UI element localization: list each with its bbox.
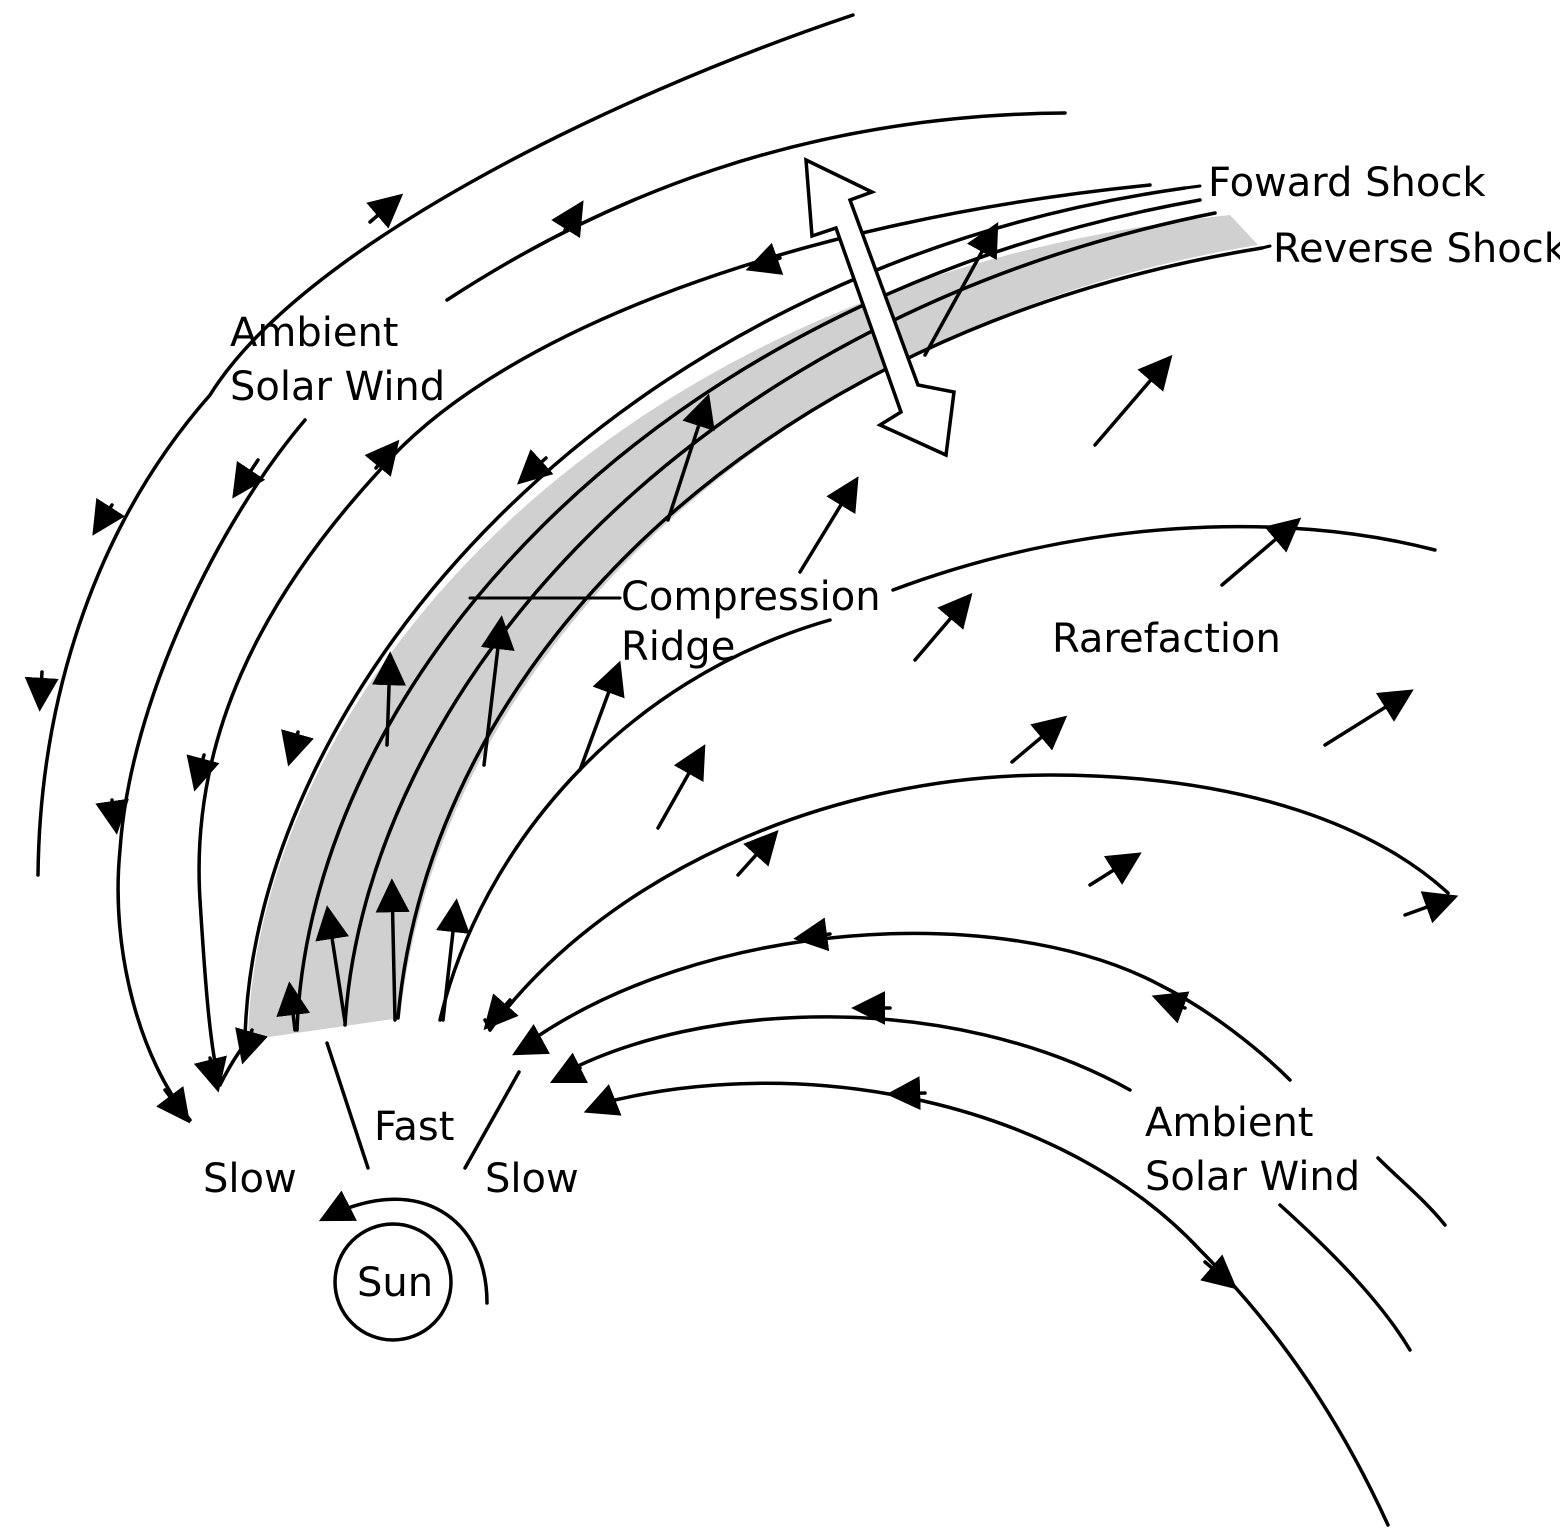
fast-label: Fast xyxy=(374,1104,454,1150)
slow-left-label: Slow xyxy=(203,1156,297,1202)
forward-shock-line-3 xyxy=(343,211,1217,1027)
flow-arrow-17 xyxy=(736,829,779,877)
flow-arrow-15 xyxy=(1010,715,1068,764)
lower-line-1 xyxy=(523,931,1292,1082)
flow-arrow-12 xyxy=(913,592,973,662)
ambient-field-lines-lower xyxy=(483,931,1447,1527)
double-headed-arrow xyxy=(804,157,956,458)
arrow-up-13 xyxy=(193,1055,227,1093)
field-line-outer-1 xyxy=(36,13,855,877)
sun-group: Sun xyxy=(318,1190,489,1342)
rarefaction-field-lines xyxy=(438,524,1450,1032)
forward-shock-line-1 xyxy=(243,186,1187,1042)
flow-arrow-14 xyxy=(656,744,706,830)
flow-arrow-3 xyxy=(372,651,407,747)
double-arrow-shape xyxy=(804,157,956,458)
arrow-up-11 xyxy=(95,798,129,835)
lower-field-arrows xyxy=(483,917,1238,1290)
fast-right-divider xyxy=(463,1070,521,1170)
forward-shock-line-2 xyxy=(295,198,1202,1032)
ambient-top-label-1: Ambient xyxy=(230,310,398,356)
fast-left-divider xyxy=(325,1041,370,1170)
rare-line-1 xyxy=(438,618,832,1022)
rare-line-1b xyxy=(891,524,1437,592)
arrow-up-5 xyxy=(232,458,266,499)
sun-circle xyxy=(333,1222,453,1342)
arrow-low-1 xyxy=(483,993,519,1031)
sun-rotation-arrow xyxy=(318,1190,489,1305)
ambient-bottom-label-1: Ambient xyxy=(1145,1100,1313,1146)
compression-label-2: Ridge xyxy=(621,624,735,670)
arrow-up-4 xyxy=(92,497,125,536)
ambient-bottom-label-2: Solar Wind xyxy=(1145,1154,1360,1200)
arrow-up-9 xyxy=(186,753,220,792)
reverse-shock-line xyxy=(396,246,1264,1020)
rare-line-2 xyxy=(488,773,1450,1032)
arrow-up-10 xyxy=(281,729,314,767)
arrow-up-1 xyxy=(366,193,404,229)
arrow-low-7 xyxy=(886,1076,927,1111)
shock-lines xyxy=(243,184,1272,1042)
arrow-low-4 xyxy=(583,1084,622,1116)
reverse-shock-leader xyxy=(1260,244,1272,250)
flow-arrow-6 xyxy=(375,878,410,1022)
arrow-low-5 xyxy=(793,917,832,952)
flow-arrow-2 xyxy=(666,393,715,522)
flow-arrow-1 xyxy=(923,222,999,357)
compression-region xyxy=(248,215,1258,1040)
flow-arrow-13 xyxy=(1220,517,1302,587)
arrow-up-12 xyxy=(156,1086,191,1124)
slow-left-arc xyxy=(218,1038,250,1087)
slow-right-label: Slow xyxy=(485,1156,579,1202)
sun-sector-lines xyxy=(325,1041,521,1170)
flow-arrow-11 xyxy=(578,660,625,772)
labels: Foward Shock Reverse Shock Ambient Solar… xyxy=(203,160,1560,1202)
flow-arrow-10 xyxy=(798,476,859,574)
ambient-top-label-2: Solar Wind xyxy=(230,364,445,410)
flow-arrows xyxy=(276,222,1459,1032)
flow-arrow-5 xyxy=(315,905,349,1024)
flow-arrow-16 xyxy=(1323,689,1414,747)
arrow-low-2 xyxy=(512,1024,551,1056)
lower-line-3 xyxy=(593,1081,1390,1527)
flow-arrow-19 xyxy=(1403,891,1459,924)
arrow-up-8 xyxy=(24,670,59,712)
flow-arrow-8 xyxy=(276,981,311,1032)
field-line-outer-3 xyxy=(197,183,1152,1087)
reverse-shock-label: Reverse Shock xyxy=(1273,226,1560,272)
arrow-up-3 xyxy=(745,242,784,275)
upper-field-arrows xyxy=(24,193,784,1124)
forward-shock-label: Foward Shock xyxy=(1208,160,1486,206)
arrow-low-9 xyxy=(1200,1254,1238,1290)
lower-line-2 xyxy=(558,1015,1132,1092)
arrow-low-8 xyxy=(1151,991,1190,1024)
arrow-up-14 xyxy=(235,1027,268,1065)
arrow-up-6 xyxy=(364,439,400,477)
rarefaction-label: Rarefaction xyxy=(1052,616,1281,662)
compression-label-1: Compression xyxy=(621,574,881,620)
lower-line-5 xyxy=(1376,1156,1447,1227)
flow-arrow-18 xyxy=(1088,852,1142,887)
flow-arrow-9 xyxy=(1093,354,1173,447)
arrow-low-3 xyxy=(549,1052,588,1084)
field-line-outer-2 xyxy=(445,111,1067,302)
arrow-up-2 xyxy=(551,200,584,239)
flow-arrow-4 xyxy=(480,615,515,767)
arrow-up-7 xyxy=(516,449,554,485)
lower-line-4 xyxy=(1278,1203,1412,1352)
forward-shock-leader xyxy=(1183,184,1202,190)
sun-label: Sun xyxy=(357,1260,433,1306)
